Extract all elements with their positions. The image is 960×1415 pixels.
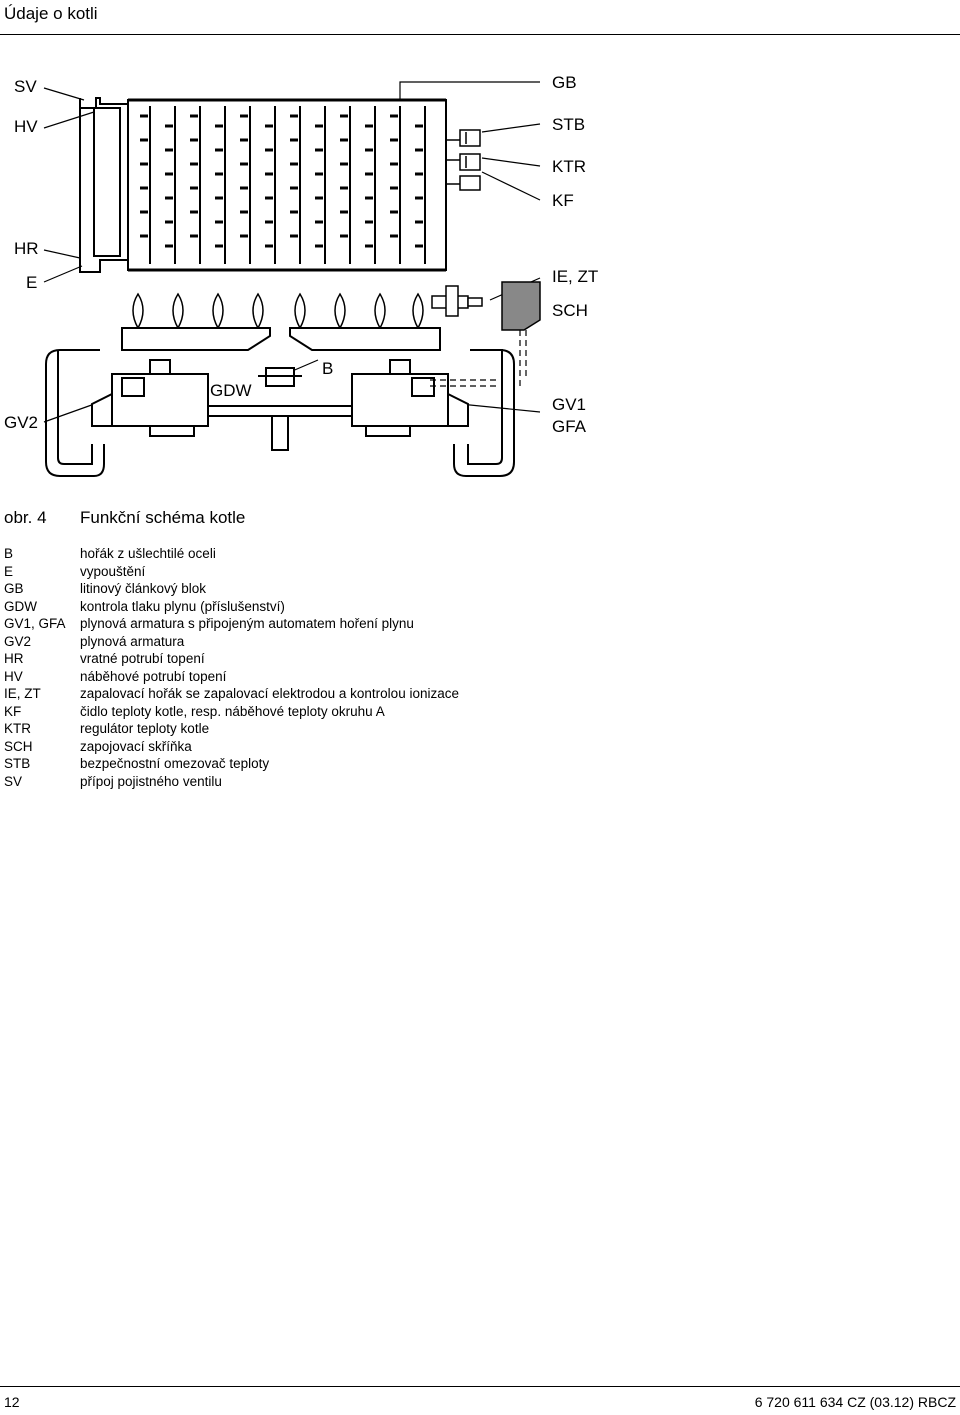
label-gv1: GV1 — [552, 395, 586, 414]
legend-code: GV2 — [4, 633, 32, 649]
page-number: 12 — [4, 1394, 20, 1410]
legend-code: IE, ZT — [4, 686, 41, 701]
legend-code: KF — [4, 703, 22, 719]
burner-left — [121, 327, 271, 351]
label-hv: HV — [14, 117, 38, 136]
legend-item: GV2 plynová armatura — [4, 633, 904, 651]
legend-desc: náběhové potrubí topení — [80, 668, 227, 684]
legend-desc: plynová armatura s připojeným automatem … — [80, 616, 414, 631]
legend-desc: kontrola tlaku plynu (příslušenství) — [80, 598, 285, 614]
document-code: 6 720 611 634 CZ (03.12) RBCZ — [754, 1394, 956, 1410]
legend-code: SCH — [4, 738, 33, 754]
legend-item: HV náběhové potrubí topení — [4, 668, 904, 686]
label-gv2: GV2 — [4, 413, 38, 432]
boiler-schematic: SV HV HR E GV2 GB STB KTR KF IE, ZT SCH … — [4, 73, 598, 477]
gas-loop-left — [45, 349, 105, 477]
legend-desc: vypouštění — [80, 563, 146, 579]
legend-code: GV1, GFA — [4, 616, 66, 631]
figure-caption: Funkční schéma kotle — [80, 508, 246, 527]
legend-item: GDW kontrola tlaku plynu (příslušenství) — [4, 598, 904, 616]
label-kf: KF — [552, 191, 574, 210]
label-sv: SV — [14, 77, 37, 96]
label-gfa: GFA — [552, 417, 587, 436]
footer-divider — [0, 1386, 960, 1387]
legend-desc: litinový článkový blok — [80, 581, 207, 596]
legend-code: GB — [4, 581, 24, 596]
label-gb: GB — [552, 73, 577, 92]
legend-desc: zapalovací hořák se zapalovací elektrodo… — [80, 686, 459, 701]
legend-desc: hořák z ušlechtilé oceli — [80, 546, 216, 561]
legend-code: GDW — [4, 598, 37, 614]
legend-desc: vratné potrubí topení — [80, 651, 205, 666]
figure-number: obr. 4 — [4, 508, 47, 527]
legend-item: GB litinový článkový blok — [4, 580, 904, 598]
legend-desc: zapojovací skříňka — [80, 738, 192, 754]
legend-code: E — [4, 563, 14, 579]
label-ktr: KTR — [552, 157, 586, 176]
legend-desc: bezpečnostní omezovač teploty — [80, 756, 270, 771]
header-divider — [0, 34, 960, 35]
supply-pipe-inner — [93, 107, 121, 257]
page-title: Údaje o kotli — [4, 4, 98, 23]
label-gdw: GDW — [210, 381, 252, 400]
legend-item: HR vratné potrubí topení — [4, 650, 904, 668]
label-ie-zt: IE, ZT — [552, 267, 598, 286]
legend-desc: čidlo teploty kotle, resp. náběhové tepl… — [80, 703, 385, 719]
legend-code: SV — [4, 773, 23, 789]
legend-item: STB bezpečnostní omezovač teploty — [4, 755, 904, 773]
control-box — [501, 281, 541, 331]
label-b: B — [322, 359, 333, 378]
legend-desc: přípoj pojistného ventilu — [80, 773, 222, 789]
legend-item: KF čidlo teploty kotle, resp. náběhové te… — [4, 703, 904, 721]
burner-right — [289, 327, 441, 351]
legend-item: IE, ZT zapalovací hořák se zapalovací ele… — [4, 685, 904, 703]
label-hr: HR — [14, 239, 39, 258]
gas-loop-right — [453, 349, 515, 477]
legend-item: GV1, GFA plynová armatura s připojeným au… — [4, 615, 904, 633]
legend-code: STB — [4, 756, 31, 771]
legend-desc: plynová armatura — [80, 633, 185, 649]
legend-item: SV přípoj pojistného ventilu — [4, 773, 904, 791]
legend-item: SCH zapojovací skříňka — [4, 738, 904, 756]
legend-code: KTR — [4, 721, 31, 736]
legend-code: HV — [4, 668, 23, 684]
legend-desc: regulátor teploty kotle — [80, 721, 210, 736]
legend-code: B — [4, 546, 14, 561]
label-e: E — [26, 273, 37, 292]
label-sch: SCH — [552, 301, 588, 320]
label-stb: STB — [552, 115, 585, 134]
legend-item: KTR regulátor teploty kotle — [4, 720, 904, 738]
legend-code: HR — [4, 651, 24, 666]
